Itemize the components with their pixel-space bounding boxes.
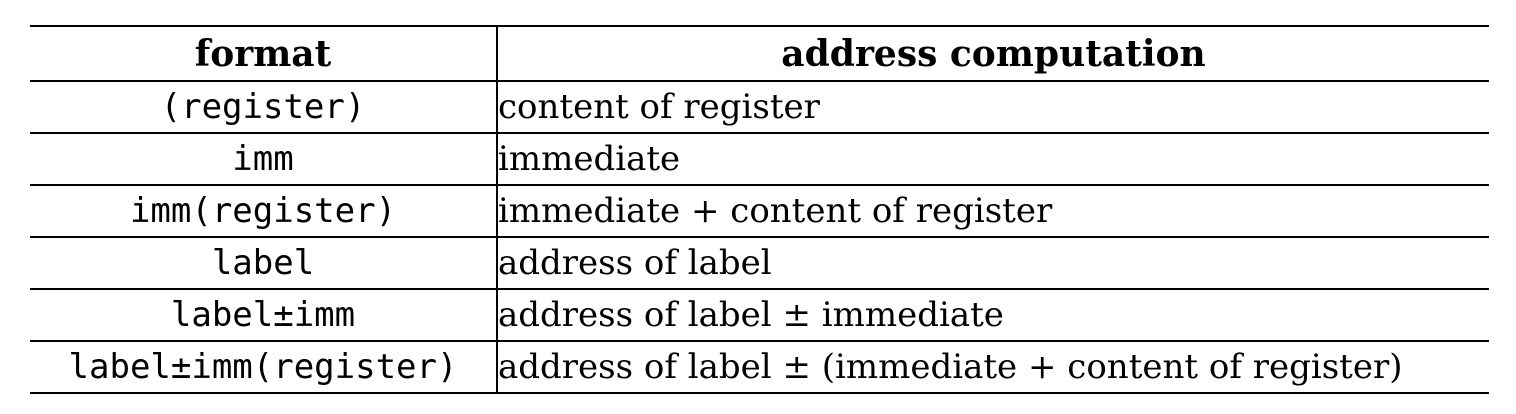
format-column-header: format	[30, 26, 498, 81]
computation-cell: immediate	[498, 139, 681, 179]
computation-cell: address of label	[498, 243, 772, 283]
format-cell: label	[30, 237, 498, 289]
format-cell: label±imm(register)	[30, 341, 498, 393]
computation-cell: address of label ± (immediate + content …	[498, 347, 1403, 387]
computation-cell: content of register	[498, 87, 820, 127]
format-cell: (register)	[30, 81, 498, 133]
computation-cell: address of label ± immediate	[498, 295, 1004, 335]
table-row: label±imm(register) address of label ± (…	[30, 341, 1489, 393]
format-cell: imm	[30, 133, 498, 185]
table-row: (register) content of register	[30, 81, 1489, 133]
format-cell: label±imm	[30, 289, 498, 341]
format-cell: imm(register)	[30, 185, 498, 237]
table-header-row: format address computation	[30, 26, 1489, 81]
computation-cell: immediate + content of register	[498, 191, 1053, 231]
address-computation-column-header: address computation	[781, 32, 1206, 75]
table-row: imm(register) immediate + content of reg…	[30, 185, 1489, 237]
table-row: label±imm address of label ± immediate	[30, 289, 1489, 341]
table-row: imm immediate	[30, 133, 1489, 185]
table-row: label address of label	[30, 237, 1489, 289]
addressing-modes-table: format address computation (register) co…	[30, 25, 1489, 394]
